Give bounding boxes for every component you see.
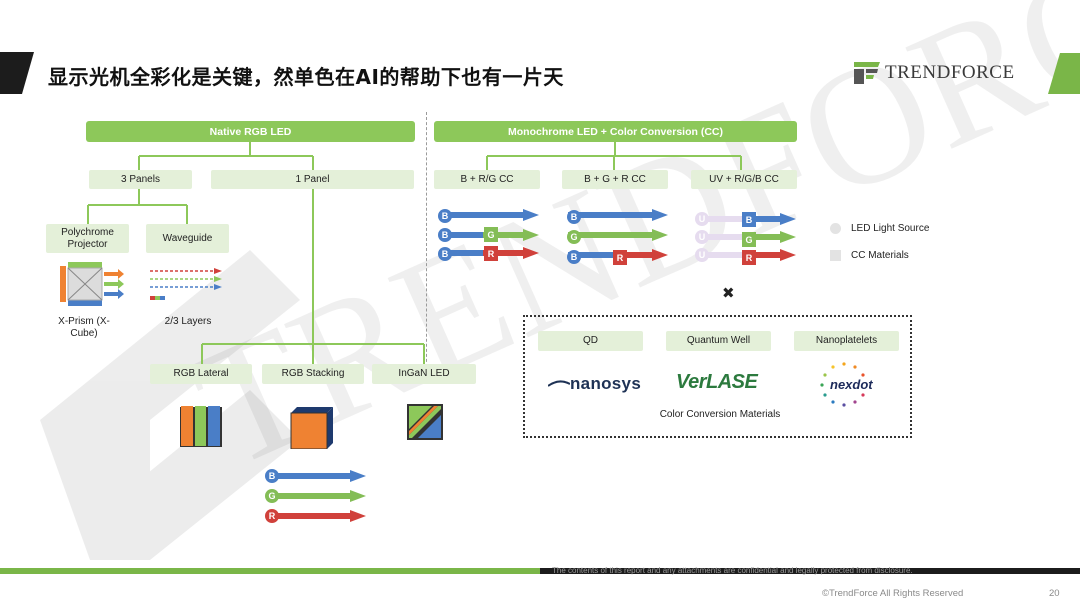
copyright: ©TrendForce All Rights Reserved [822,588,964,599]
native-rgb-led-box: Native RGB LED [86,121,415,142]
color-conversion-materials-box [523,315,912,438]
rgb-lateral-box: RGB Lateral [150,364,252,384]
b-badge: B [567,250,581,264]
qd-box: QD [538,331,643,351]
b-badge: B [567,210,581,224]
trendforce-logo-mark [854,62,880,84]
r-cc-square: R [613,250,627,265]
b-cc-square: B [742,212,756,227]
footer-bar [0,568,1080,574]
g-cc-square: G [484,227,498,242]
color-conversion-materials-label: Color Conversion Materials [659,409,781,420]
logo-text: TRENDFORCE [885,62,1015,83]
trendforce-logo: TRENDFORCE [852,60,1015,86]
legend-circle-icon [830,223,841,234]
nexdot-logo-text: nexdot [830,377,873,392]
b-g-r-cc-arrows [568,209,668,261]
ingan-led-chip-icon [407,404,443,440]
monochrome-cc-box: Monochrome LED + Color Conversion (CC) [434,121,797,142]
r-cc-square: R [742,250,756,265]
uv-rgb-cc-arrows [696,213,796,261]
uv-badge: U [695,248,709,262]
nanosys-logo: nanosys [548,374,641,394]
rgb-lateral-chip-icon [180,406,222,447]
uv-badge: U [695,212,709,226]
header-accent-right [1048,53,1080,94]
layers-label: 2/3 Layers [164,316,212,327]
legend-square-icon [830,250,841,261]
ingan-led-box: InGaN LED [372,364,476,384]
waveguide-layers-icon [150,268,222,300]
r-badge: R [265,509,279,523]
b-g-r-cc-box: B + G + R CC [562,170,668,189]
verlase-logo-text-b: LASE [706,371,758,393]
verlase-logo-text-a: Ver [676,371,707,393]
nanosys-logo-text: nanosys [570,374,642,393]
b-badge: B [438,247,452,261]
verlase-logo: VerLASE [676,371,758,394]
nexdot-dots-icon [820,362,865,407]
rgb-stacking-chip-icon [290,407,333,449]
page-title: 显示光机全彩化是关键，然单色在AI的帮助下也有一片天 [48,65,564,89]
waveguide-box: Waveguide [146,224,229,253]
nanoplatelets-box: Nanoplatelets [794,331,899,351]
r-cc-square: R [484,246,498,261]
x-prism-label: X-Prism (X-Cube) [58,316,110,339]
three-panels-box: 3 Panels [89,170,192,189]
section-divider [426,112,427,372]
b-badge: B [438,209,452,223]
g-cc-square: G [742,232,756,247]
legend-cc-materials: CC Materials [830,250,909,261]
b-badge: B [265,469,279,483]
quantum-well-box: Quantum Well [666,331,771,351]
one-panel-output-arrows [266,470,366,522]
times-icon: ✖ [722,285,735,302]
legend-led-label: LED Light Source [851,223,930,234]
legend-led-light-source: LED Light Source [830,223,929,234]
polychrome-projector-box: Polychrome Projector [46,224,129,253]
g-badge: G [567,230,581,244]
one-panel-box: 1 Panel [211,170,414,189]
confidential-notice: The contents of this report and any atta… [552,566,913,575]
uv-badge: U [695,230,709,244]
b-rg-cc-arrows [439,209,539,259]
x-prism-icon [60,262,124,306]
g-badge: G [265,489,279,503]
uv-rgb-cc-box: UV + R/G/B CC [691,170,797,189]
rgb-stacking-box: RGB Stacking [262,364,364,384]
legend-cc-label: CC Materials [851,250,909,261]
header-accent-left [0,52,34,94]
b-rg-cc-box: B + R/G CC [434,170,540,189]
nanosys-swoosh-icon [548,380,570,387]
page-number: 20 [1049,588,1060,599]
nexdot-logo: nexdot [818,360,873,408]
b-badge: B [438,228,452,242]
